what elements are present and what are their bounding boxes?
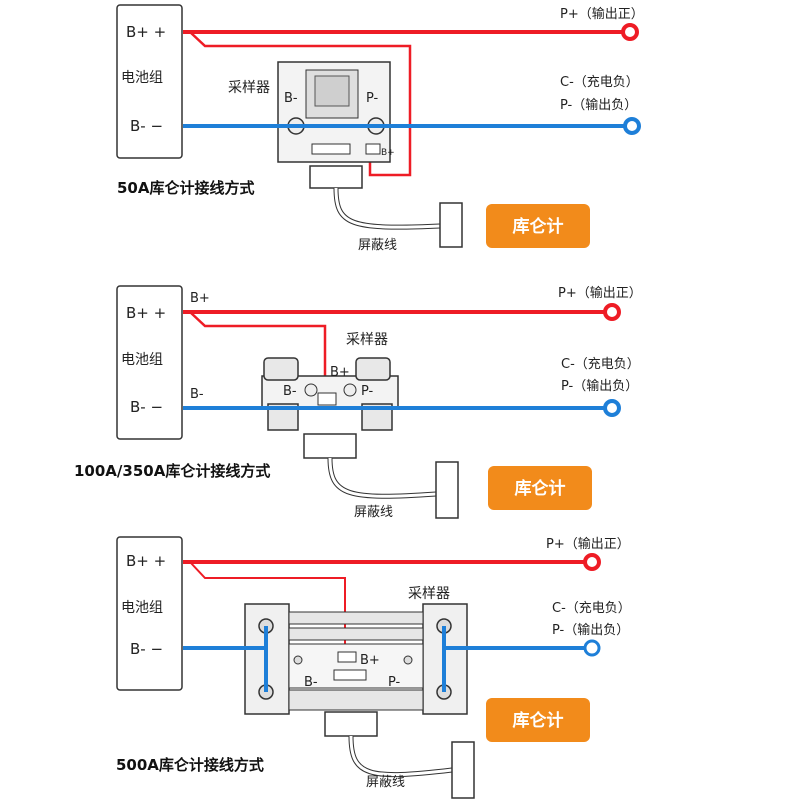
b-minus-wire-label: B- — [190, 387, 204, 402]
shield-label: 屏蔽线 — [366, 775, 405, 790]
coulomb-badge-label: 库仑计 — [515, 478, 566, 499]
positive-output-terminal — [603, 303, 621, 321]
coulomb-badge-label: 库仑计 — [513, 710, 564, 731]
shield-plug — [439, 202, 463, 248]
c-neg-label: C-（充电负） — [560, 74, 639, 90]
sampler-b-plus-label: B+ — [330, 365, 350, 380]
b-plus-sense-wire — [189, 31, 412, 177]
sampler-label: 采样器 — [408, 586, 450, 602]
p-out-positive-label: P+（输出正） — [546, 536, 630, 552]
c-neg-label: C-（充电负） — [552, 600, 631, 616]
negative-wire — [183, 626, 268, 692]
shield-plug — [435, 461, 459, 519]
section-50a: B+ + 电池组 B- − P+（输出正） 采样器 B- P- B+ C-（充电… — [116, 4, 644, 253]
battery-b-plus-label: B+ + — [126, 304, 166, 322]
negative-output-terminal — [623, 117, 641, 135]
sampler-label: 采样器 — [346, 332, 388, 348]
sampler-b-plus-label: B+ — [360, 653, 380, 668]
p-out-neg-label: P-（输出负） — [552, 622, 629, 638]
p-out-neg-label: P-（输出负） — [560, 97, 637, 113]
battery-label: 电池组 — [121, 600, 163, 616]
negative-output-terminal — [603, 399, 621, 417]
negative-output-wire — [442, 626, 586, 692]
section-100a-350a: B+ + 电池组 B- − B+ B- P+（输出正） 采样器 B- P- B+… — [74, 285, 642, 520]
shield-label: 屏蔽线 — [358, 238, 397, 253]
sampler-b-minus-label: B- — [304, 675, 318, 690]
sampler-b-minus-label: B- — [284, 91, 298, 106]
shield-plug — [451, 741, 475, 799]
battery-label: 电池组 — [121, 70, 163, 86]
battery-b-plus-label: B+ + — [126, 552, 166, 570]
battery-b-minus-label: B- − — [130, 117, 163, 135]
p-out-positive-label: P+（输出正） — [558, 285, 642, 301]
section-title: 500A库仑计接线方式 — [116, 756, 264, 774]
c-neg-label: C-（充电负） — [561, 356, 640, 372]
shield-connector — [324, 711, 378, 737]
battery-b-minus-label: B- − — [130, 398, 163, 416]
battery-b-minus-label: B- − — [130, 640, 163, 658]
sampler-p-minus-label: P- — [361, 384, 374, 399]
positive-output-terminal — [583, 553, 601, 571]
sampler-b-minus-label: B- — [283, 384, 297, 399]
coulomb-badge — [486, 204, 590, 248]
section-title: 100A/350A库仑计接线方式 — [74, 462, 270, 480]
battery-box — [116, 285, 183, 440]
coulomb-badge — [488, 466, 592, 510]
sampler-p-minus-label: P- — [366, 91, 379, 106]
shield-connector — [303, 433, 357, 459]
shield-connector — [309, 165, 363, 189]
negative-output-terminal — [583, 639, 601, 657]
battery-label: 电池组 — [121, 352, 163, 368]
positive-output-terminal — [621, 23, 639, 41]
battery-box — [116, 536, 183, 691]
p-out-positive-label: P+（输出正） — [560, 6, 644, 22]
battery-box — [116, 4, 183, 159]
sampler-label: 采样器 — [228, 80, 270, 96]
coulomb-badge — [486, 698, 590, 742]
p-out-neg-label: P-（输出负） — [561, 378, 638, 394]
b-plus-wire-label: B+ — [190, 291, 210, 306]
shield-label: 屏蔽线 — [354, 505, 393, 520]
coulomb-badge-label: 库仑计 — [513, 216, 564, 237]
battery-b-plus-label: B+ + — [126, 23, 166, 41]
section-title: 50A库仑计接线方式 — [117, 179, 254, 197]
sampler-p-minus-label: P- — [388, 675, 401, 690]
svg-text:B+: B+ — [381, 148, 395, 158]
b-plus-sense-wire — [189, 311, 327, 393]
section-500a: B+ + 电池组 B- − P+（输出正） 采样器 B+ B- P- C-（充电… — [116, 536, 631, 799]
